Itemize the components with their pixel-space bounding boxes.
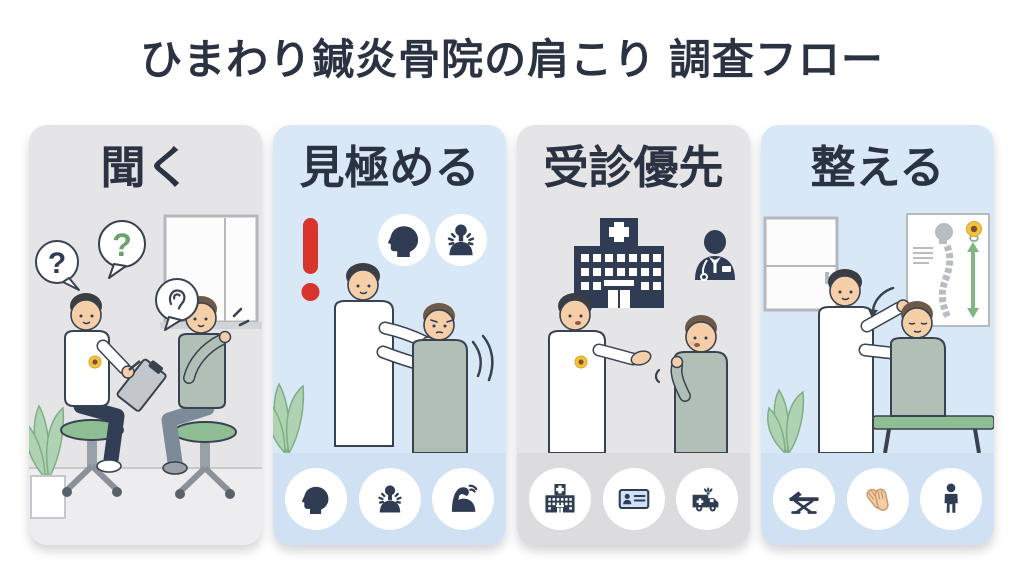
adjustment-scene <box>763 213 994 453</box>
massage-hands-badge <box>846 468 909 530</box>
ear-icon <box>168 289 186 310</box>
practitioner-figure <box>64 293 167 473</box>
panel-treat-header: 整える <box>810 142 945 193</box>
head-profile-icon <box>301 486 329 514</box>
practitioner-figure <box>818 269 912 453</box>
panel-assess-header: 見極める <box>299 142 480 193</box>
tense-shoulders-icon <box>377 485 402 513</box>
refer-icon-band <box>517 453 750 545</box>
panel-listen: 聞く <box>29 125 262 545</box>
plant-icon <box>767 388 805 453</box>
treatment-table-icon <box>789 491 819 514</box>
hospital-building-icon <box>574 218 664 308</box>
exclamation-mark-icon <box>301 218 320 301</box>
insurance-card-badge <box>602 468 665 530</box>
panel-refer: 受診優先 <box>517 125 750 545</box>
plant-pot <box>30 475 66 519</box>
patient-figure <box>161 296 250 475</box>
standing-person-badge <box>920 468 983 530</box>
plant-icon <box>29 404 65 481</box>
tense-shoulders-badge <box>435 214 487 266</box>
tense-shoulders-icon <box>447 224 475 256</box>
doctor-silhouette-icon <box>695 230 735 281</box>
flexed-arm-badge <box>432 468 495 530</box>
window <box>763 216 839 312</box>
practitioner-figure <box>548 293 652 453</box>
treat-icon-band <box>761 453 994 545</box>
patient-figure <box>890 301 946 417</box>
head-profile-badge <box>284 468 347 530</box>
pain-marks-icon <box>232 307 250 327</box>
panel-assess-illustration <box>273 210 506 453</box>
head-profile-icon <box>388 226 419 257</box>
patient-figure <box>412 303 494 453</box>
spine-poster-icon <box>906 213 990 327</box>
flexed-arm-icon <box>452 484 478 512</box>
sunflower-icon <box>966 221 982 242</box>
panel-treat-illustration <box>761 210 994 453</box>
plant-icon <box>273 382 305 453</box>
ambulance-icon <box>692 487 719 512</box>
question-bubble-navy: ? <box>35 240 80 291</box>
treatment-table-badge <box>772 468 835 530</box>
shoulder-check-scene <box>273 214 494 453</box>
motion-arc-icon <box>471 340 482 378</box>
floor <box>29 468 262 545</box>
adjust-arrow-icon <box>868 286 895 318</box>
svg-text:?: ? <box>112 227 132 263</box>
ear-bubble <box>155 278 199 331</box>
motion-arc-icon <box>481 334 494 382</box>
panel-treat: 整える <box>761 125 994 545</box>
flow-panels: 聞く <box>29 125 994 545</box>
hospital-referral-scene <box>548 218 735 453</box>
panel-refer-header: 受診優先 <box>543 142 724 193</box>
hospital-icon <box>545 484 575 513</box>
assess-icon-band <box>273 453 506 545</box>
spine-icon <box>938 244 954 320</box>
stool-icon <box>173 421 237 499</box>
page-title: ひまわり鍼炎骨院の肩こり 調査フロー <box>140 36 884 83</box>
panel-listen-illustration: ? ? <box>29 210 262 545</box>
interview-scene: ? ? <box>29 214 262 545</box>
treatment-table-icon <box>872 415 994 453</box>
panel-assess: 見極める <box>273 125 506 545</box>
tense-shoulders-badge <box>358 468 421 530</box>
standing-person-icon <box>944 483 958 513</box>
panel-listen-header: 聞く <box>100 142 191 193</box>
hospital-badge <box>528 468 591 530</box>
ambulance-badge <box>676 468 739 530</box>
svg-text:?: ? <box>48 247 66 280</box>
massage-hands-icon <box>865 488 889 511</box>
question-bubble-green: ? <box>98 220 146 279</box>
head-profile-badge <box>378 214 430 266</box>
panel-refer-illustration <box>517 210 750 453</box>
talk-mark-icon <box>654 368 661 384</box>
insurance-card-icon <box>618 488 649 510</box>
patient-figure <box>654 315 728 453</box>
